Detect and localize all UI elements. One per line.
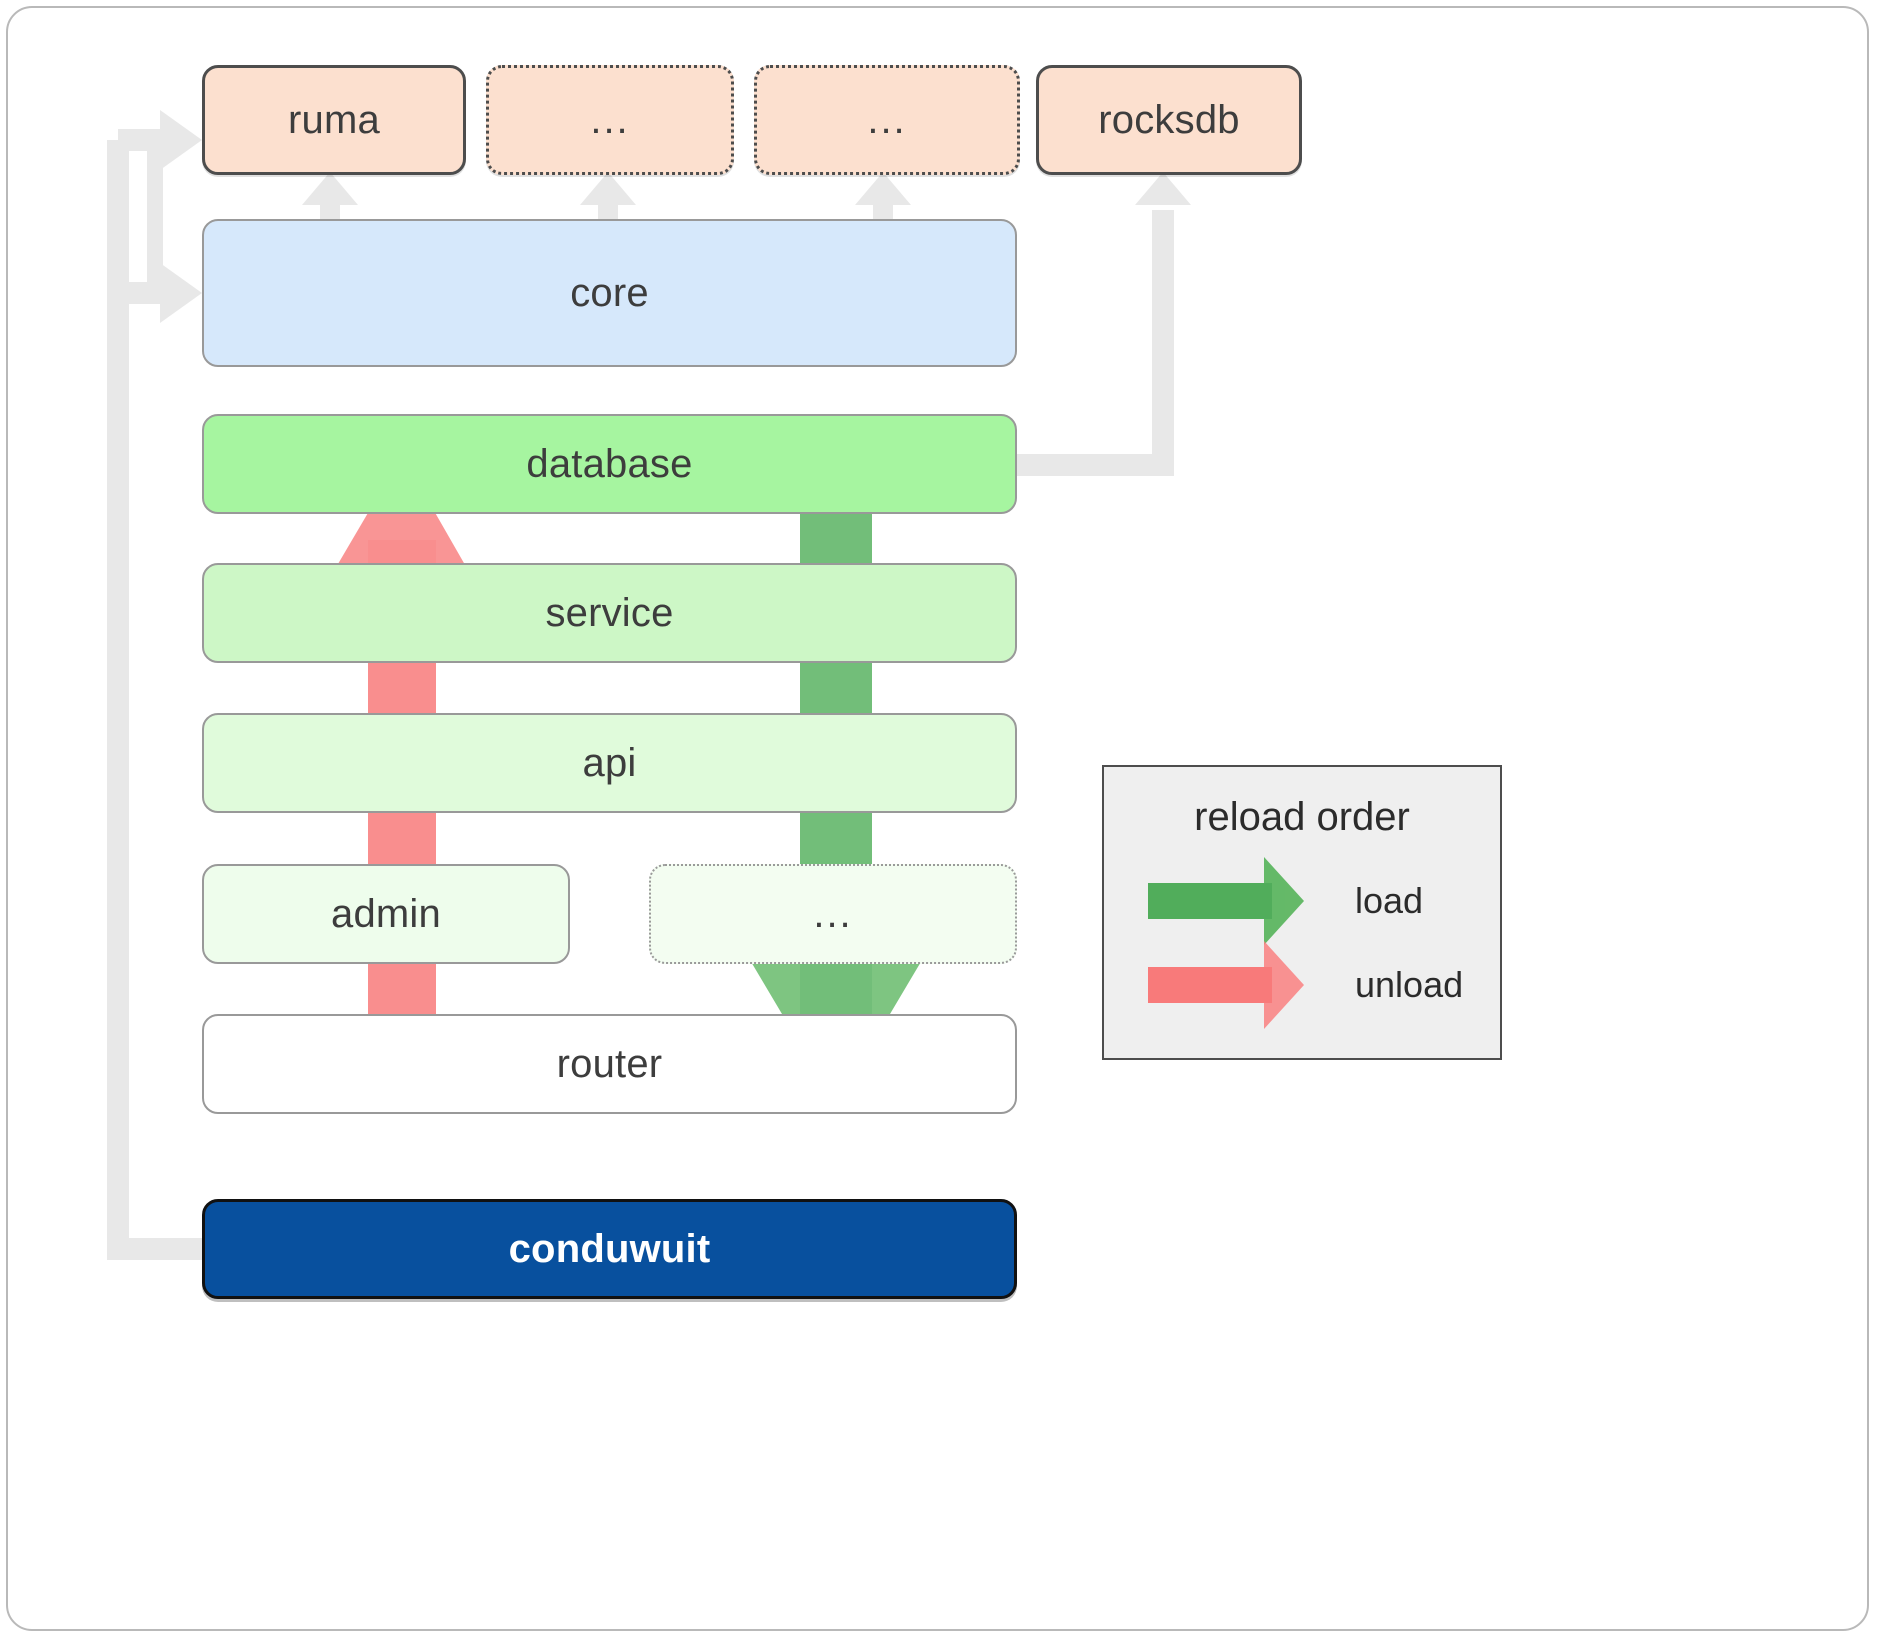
- legend-label-load: load: [1355, 880, 1424, 921]
- dep-ellipsis-2[interactable]: ...: [754, 65, 1020, 175]
- layer-admin-label: admin: [331, 891, 441, 936]
- legend-unload-arrow-icon: [1148, 941, 1304, 1029]
- dep-ellipsis-1[interactable]: ...: [486, 65, 734, 175]
- binary-conduwuit[interactable]: conduwuit: [202, 1199, 1017, 1299]
- layer-router[interactable]: router: [202, 1014, 1017, 1114]
- dep-ruma-label: ruma: [288, 97, 380, 142]
- layer-router-label: router: [556, 1041, 663, 1086]
- layer-database-label: database: [526, 441, 693, 486]
- layer-admin[interactable]: admin: [202, 864, 570, 964]
- binary-conduwuit-label: conduwuit: [508, 1226, 711, 1271]
- layer-api-label: api: [582, 740, 637, 785]
- layer-service[interactable]: service: [202, 563, 1017, 663]
- layer-ellipsis[interactable]: ...: [649, 864, 1017, 964]
- dep-ellipsis-2-label: ...: [867, 98, 907, 142]
- dep-ellipsis-1-label: ...: [590, 98, 630, 142]
- dep-ruma[interactable]: ruma: [202, 65, 466, 175]
- layer-service-label: service: [545, 590, 674, 635]
- layer-core[interactable]: core: [202, 219, 1017, 367]
- dep-rocksdb-label: rocksdb: [1098, 97, 1240, 142]
- dep-rocksdb[interactable]: rocksdb: [1036, 65, 1302, 175]
- legend-title: reload order: [1194, 795, 1410, 839]
- legend-label-unload: unload: [1355, 964, 1464, 1005]
- legend-swatches: [1148, 857, 1304, 1029]
- layer-core-label: core: [570, 270, 649, 315]
- layer-database[interactable]: database: [202, 414, 1017, 514]
- layer-api[interactable]: api: [202, 713, 1017, 813]
- legend-load-arrow-icon: [1148, 857, 1304, 945]
- legend-reload-order: reload order load unload: [1102, 765, 1502, 1060]
- layer-ellipsis-label: ...: [813, 892, 853, 936]
